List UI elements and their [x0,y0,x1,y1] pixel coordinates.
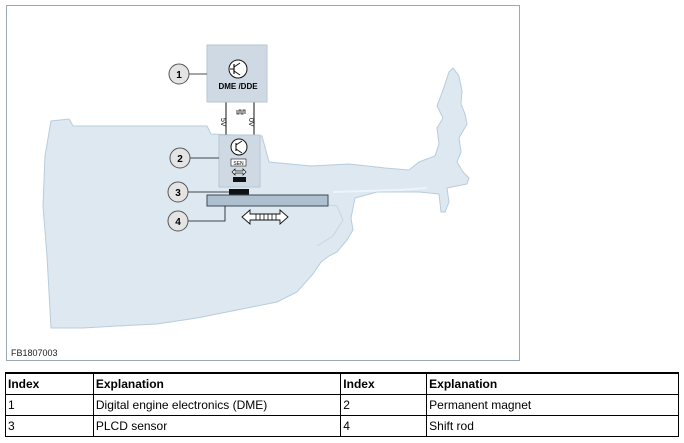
diagram-canvas: 5V 0V DME /DDE SEN [42,44,470,329]
control-module-title: DME /DDE [218,82,258,91]
legend-cell: 4 [340,415,428,437]
sensor-transistor-icon [230,138,248,156]
legend-row: 1 Digital engine electronics (DME) 2 Per… [5,394,679,416]
legend-header-index-1: Index [5,372,94,395]
legend-header-explanation-1: Explanation [92,372,342,395]
wire-supply-label: 5V [219,118,226,127]
callout-3: 3 [167,181,189,203]
legend-header-row: Index Explanation Index Explanation [5,372,679,395]
wire-ground-label: 0V [247,118,254,127]
legend-cell: Digital engine electronics (DME) [92,394,342,416]
housing-contour [332,187,428,193]
diagram-figure: 5V 0V DME /DDE SEN [6,5,520,361]
callout-1: 1 [168,63,190,85]
legend-cell: Permanent magnet [426,394,679,416]
legend-row: 3 PLCD sensor 4 Shift rod [5,415,679,437]
svg-text:3: 3 [175,188,181,199]
permanent-magnet [229,189,249,195]
sensor-code-badge [230,158,247,167]
legend-cell: Shift rod [426,415,679,437]
figure-id: FB1807003 [11,348,58,358]
movement-arrow-ticks [255,214,277,220]
legend-cell: 3 [5,415,94,437]
legend-header-explanation-2: Explanation [426,372,679,395]
legend-header-index-2: Index [340,372,428,395]
callout-2: 2 [169,147,191,169]
legend-cell: 1 [5,394,94,416]
pwm-signal-icon [236,109,246,115]
sensor-code-text: SEN [233,161,244,167]
control-module-box [206,44,268,103]
legend-table: Index Explanation Index Explanation 1 Di… [5,372,679,437]
svg-text:1: 1 [176,70,182,81]
sensor-element [233,177,246,182]
svg-text:2: 2 [177,154,183,165]
svg-text:4: 4 [175,217,181,228]
legend-cell: PLCD sensor [92,415,342,437]
sensor-arrow-icon [231,168,247,176]
legend-cell: 2 [340,394,428,416]
movement-arrow-icon [241,209,289,225]
callout-4: 4 [167,210,189,232]
shift-rod [206,194,329,207]
